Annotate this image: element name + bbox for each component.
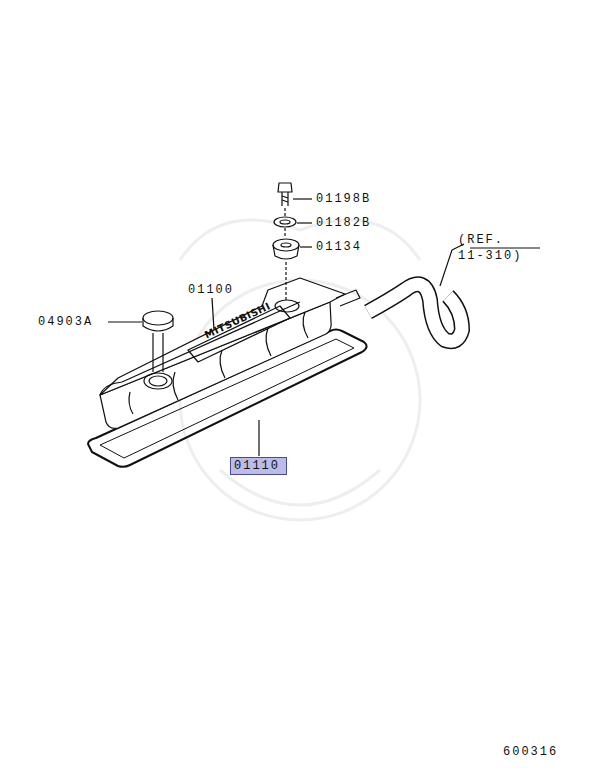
figure-number: 600316 [503,745,558,760]
callout-number: 01134 [316,240,362,255]
callout-number: 01110 [231,458,286,474]
callout-number: 01198B [316,192,371,207]
callout-number: 01182B [316,216,371,231]
callout-number: 01100 [188,283,234,298]
highlighted-callout: 01110 [230,457,287,475]
callout-number: 04903A [38,315,93,330]
reference-note: (REF. 11-310) [458,232,536,264]
